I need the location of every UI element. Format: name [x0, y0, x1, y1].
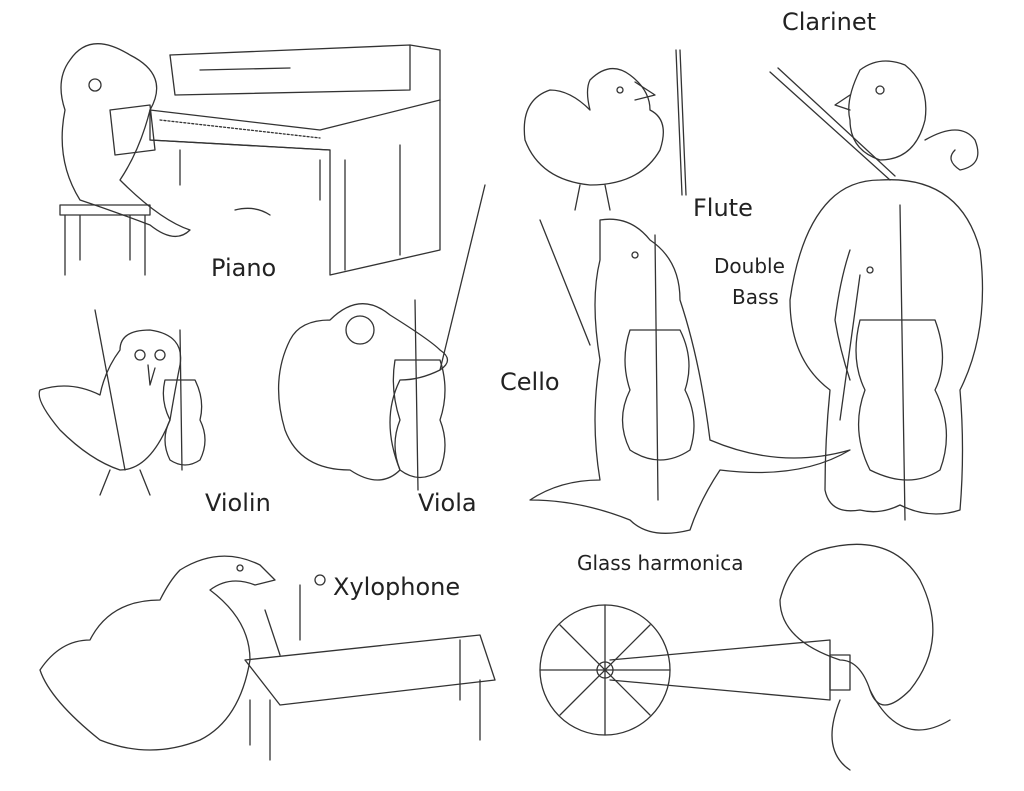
piano-drawing	[149, 44, 441, 276]
label-double-bass-line2: Bass	[732, 285, 779, 309]
label-xylophone: Xylophone	[333, 573, 461, 601]
goose-xylophonist	[39, 555, 496, 761]
label-flute: Flute	[693, 194, 753, 222]
elephant-bassist	[789, 179, 984, 521]
label-cello: Cello	[500, 368, 560, 396]
label-viola: Viola	[418, 489, 477, 517]
label-double-bass-line1: Double	[714, 254, 785, 278]
label-piano: Piano	[211, 254, 277, 282]
chicken-flutist	[523, 49, 687, 211]
kangaroo-cellist	[529, 218, 851, 534]
label-clarinet: Clarinet	[782, 8, 877, 36]
octopus-glass-harmonica	[539, 543, 951, 771]
bird-violinist	[38, 309, 206, 496]
chameleon-violist	[277, 184, 486, 491]
label-violin: Violin	[205, 489, 271, 517]
dinosaur-pianist	[59, 42, 271, 276]
label-glass-harmonica: Glass harmonica	[577, 551, 744, 575]
bird-clarinetist	[769, 60, 979, 181]
